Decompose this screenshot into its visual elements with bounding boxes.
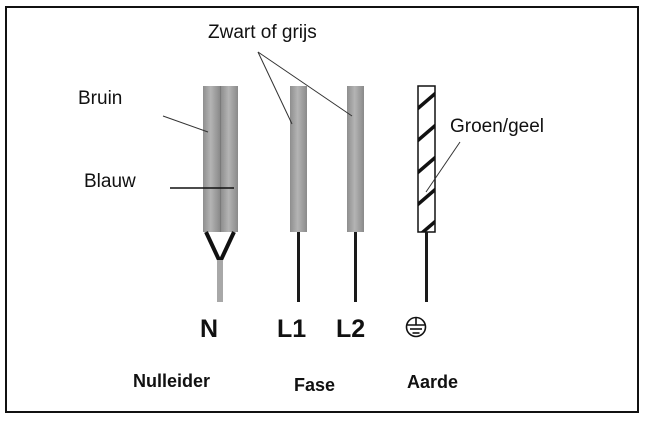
leader-zwart-l1: [257, 51, 293, 125]
group-fase: Fase: [294, 375, 336, 395]
brown-conductor: [203, 86, 220, 232]
leader-lines: [162, 51, 461, 193]
neutral-v-split: [204, 231, 236, 267]
earth-stripes: [418, 91, 435, 232]
blue-conductor: [221, 86, 238, 232]
label-groen-geel: Groen/geel: [450, 116, 545, 137]
l2-sheath: [347, 86, 364, 232]
earth-symbol-icon: [405, 316, 427, 338]
terminal-n: N: [200, 315, 219, 343]
leader-groen-geel: [425, 141, 461, 193]
neutral-bare-wire: [217, 260, 223, 302]
neutral-cable: [203, 86, 238, 302]
terminal-l2: L2: [336, 315, 366, 343]
label-bruin: Bruin: [78, 88, 123, 109]
earth-cable: [417, 85, 436, 302]
phase-l2-cable: [347, 86, 364, 302]
leader-bruin: [162, 115, 209, 133]
label-zwart-of-grijs: Zwart of grijs: [208, 22, 317, 43]
terminal-l1: L1: [277, 315, 307, 343]
group-aarde: Aarde: [407, 372, 459, 392]
phase-l1-cable: [290, 86, 307, 302]
diagram-frame: [5, 6, 639, 413]
group-nulleider: Nulleider: [133, 371, 211, 391]
label-blauw: Blauw: [84, 171, 136, 192]
l1-sheath: [290, 86, 307, 232]
leader-zwart-l2: [257, 51, 353, 117]
